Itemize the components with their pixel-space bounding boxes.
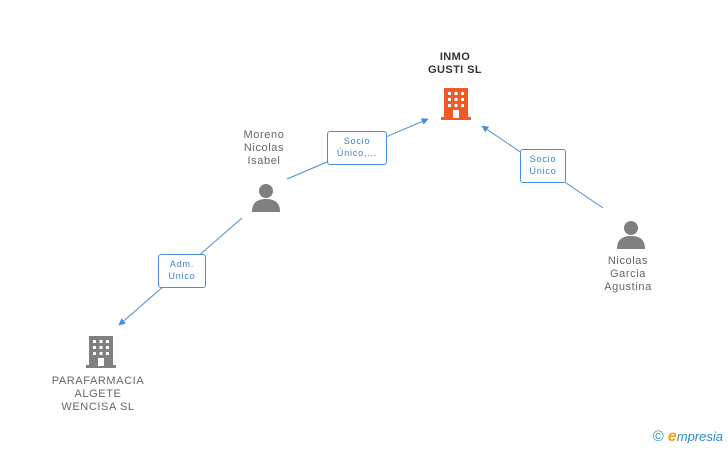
- building-icon[interactable]: [441, 86, 471, 120]
- node-label-parafarmacia-algete-wencisa: PARAFARMACIA ALGETE WENCISA SL: [51, 375, 145, 413]
- brand-e: e: [667, 428, 677, 445]
- node-label-nicolas-garcia-agustina: Nicolas Garcia Agustina: [604, 255, 652, 293]
- copyright-symbol: ©: [652, 428, 664, 445]
- node-label-inmo-gusti: INMO GUSTI SL: [428, 51, 482, 76]
- person-icon[interactable]: [616, 220, 646, 250]
- empresia-logo: ©empresia: [653, 428, 723, 446]
- edge-label-adm-unico[interactable]: Adm. Unico: [158, 254, 206, 288]
- person-icon[interactable]: [251, 183, 281, 213]
- edge-label-socio-unico-moreno[interactable]: Socio Único,...: [327, 131, 387, 165]
- node-label-moreno-nicolas-isabel: Moreno Nicolas Isabel: [243, 129, 285, 167]
- edge-label-socio-unico-nicolas[interactable]: Socio Único: [520, 149, 566, 183]
- building-icon[interactable]: [86, 334, 116, 368]
- brand-rest: mpresia: [676, 429, 723, 444]
